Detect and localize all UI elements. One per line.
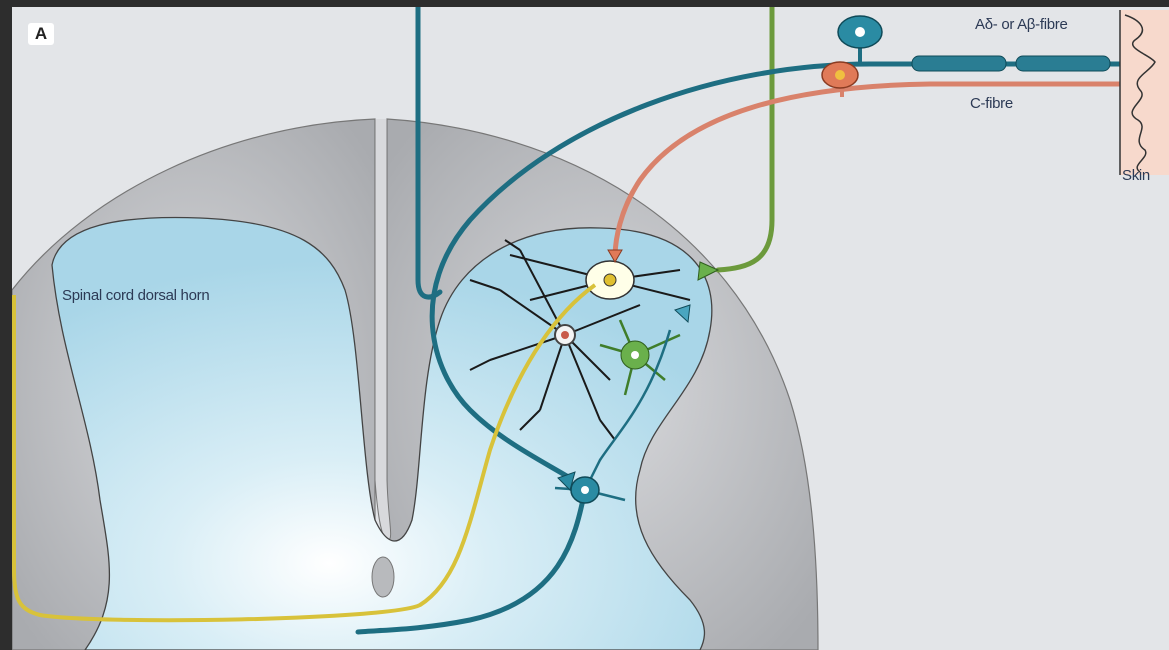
c-fibre-label: C-fibre	[970, 95, 1013, 112]
c-fibre-afferent	[615, 84, 1150, 258]
a-fibre-label: Aδ- or Aβ-fibre	[975, 16, 1068, 33]
green-descending-fibre	[718, 7, 772, 270]
central-canal	[372, 557, 394, 597]
diagram-panel: A Aδ- or Aβ-fibre C-fibre Skin Spinal co…	[12, 7, 1169, 650]
skin	[1120, 10, 1169, 175]
skin-label: Skin	[1122, 167, 1150, 184]
panel-letter: A	[28, 23, 54, 45]
a-fibre-cell-body	[838, 16, 882, 64]
dorsal-horn-label: Spinal cord dorsal horn	[62, 287, 209, 304]
